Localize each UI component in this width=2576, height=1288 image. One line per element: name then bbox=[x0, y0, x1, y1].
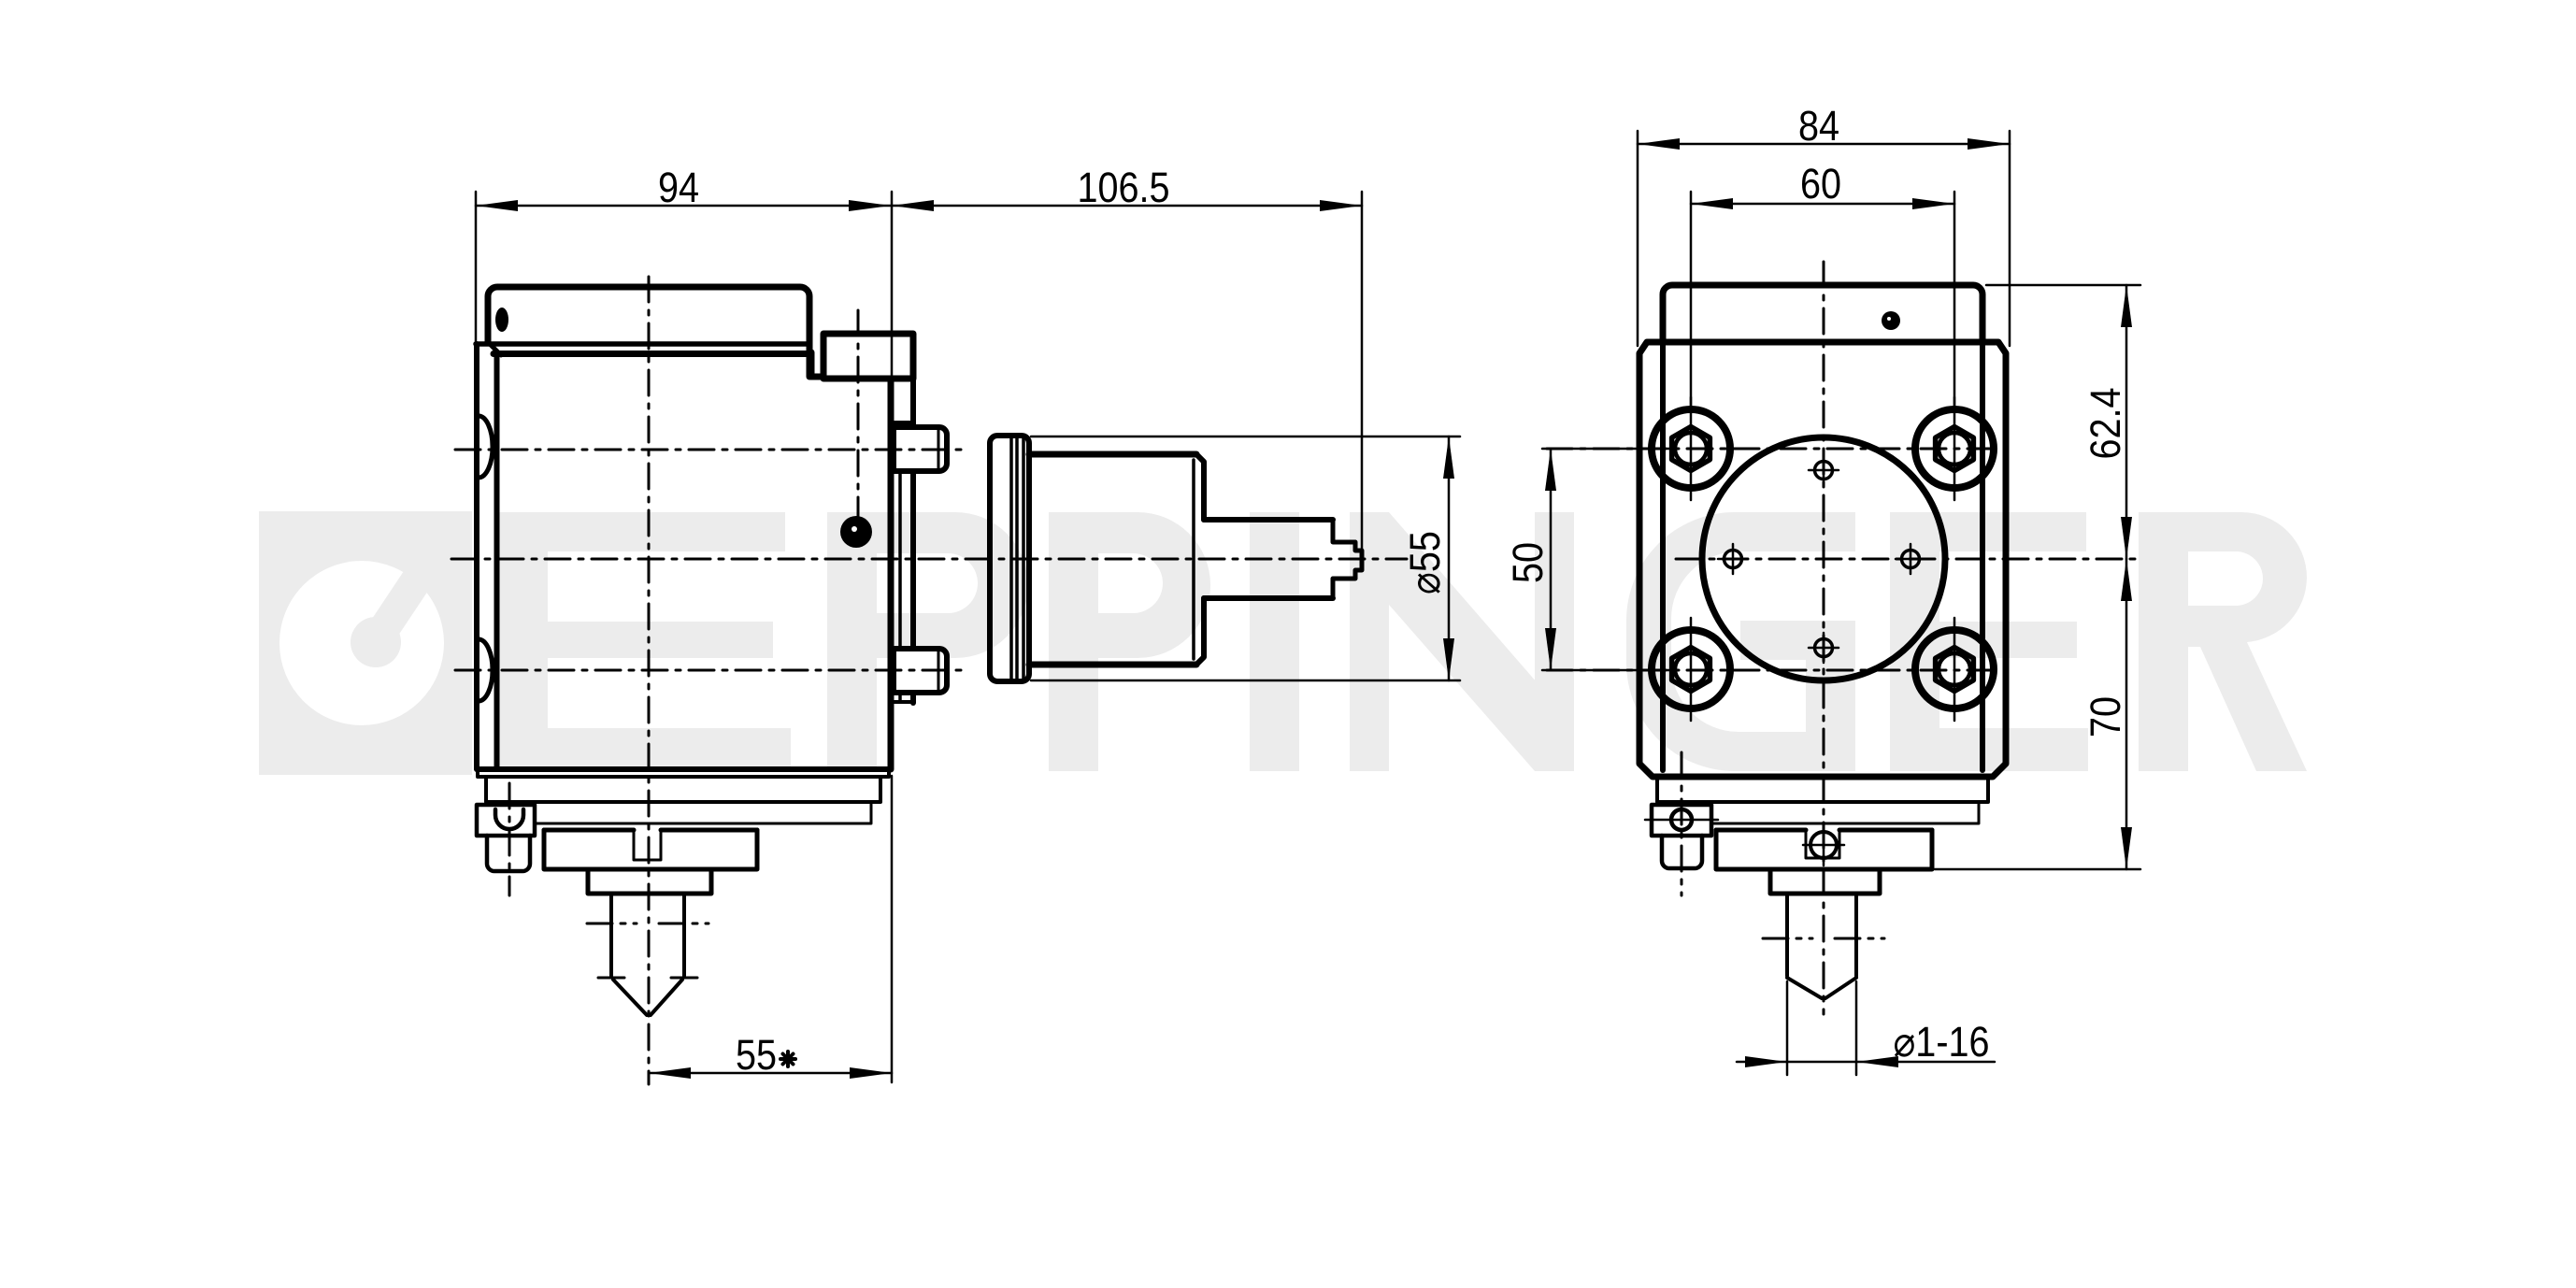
svg-text:⌀1-16: ⌀1-16 bbox=[1893, 1019, 1989, 1066]
svg-text:70: 70 bbox=[2082, 696, 2129, 737]
svg-text:94: 94 bbox=[658, 165, 699, 211]
svg-text:84: 84 bbox=[1798, 103, 1839, 150]
svg-text:106.5: 106.5 bbox=[1077, 165, 1169, 211]
svg-text:⌀55: ⌀55 bbox=[1402, 531, 1449, 594]
svg-text:55: 55 bbox=[736, 1032, 777, 1079]
svg-text:60: 60 bbox=[1800, 161, 1841, 208]
svg-text:62.4: 62.4 bbox=[2082, 387, 2129, 459]
svg-text:50: 50 bbox=[1505, 542, 1552, 583]
